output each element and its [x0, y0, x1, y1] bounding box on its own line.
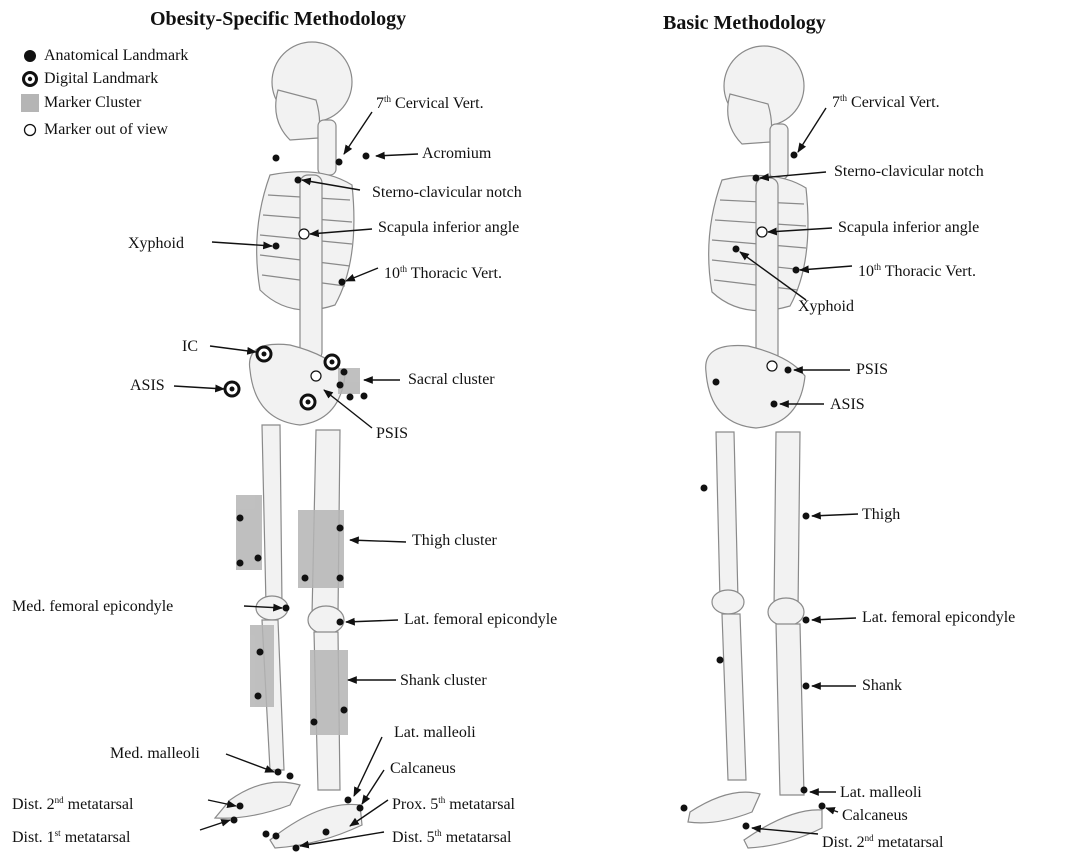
- left-label-psis: PSIS: [376, 425, 408, 443]
- right-label-shank: Shank: [862, 677, 902, 695]
- right-label-asis: ASIS: [830, 396, 865, 414]
- left-shank-cluster-back: [250, 625, 274, 707]
- left-label-xyphoid: Xyphoid: [128, 235, 184, 253]
- right-label-xyphoid: Xyphoid: [798, 298, 854, 316]
- right-knee-front: [768, 598, 804, 626]
- legend-out-of-view-label: Marker out of view: [44, 121, 168, 139]
- left-label-shank: Shank cluster: [400, 672, 487, 690]
- left-neck: [318, 120, 336, 175]
- right-foot-back: [688, 792, 760, 823]
- right-label-t10: 10th Thoracic Vert.: [858, 258, 976, 281]
- left-label-lat-mall: Lat. malleoli: [394, 724, 476, 742]
- left-label-sterno: Sterno-clavicular notch: [372, 184, 522, 202]
- left-label-scapula: Scapula inferior angle: [378, 219, 519, 237]
- right-femur-front: [774, 432, 800, 610]
- right-spine: [756, 178, 778, 363]
- right-label-dist2: Dist. 2nd metatarsal: [822, 829, 943, 852]
- left-foot-front: [270, 804, 362, 848]
- left-label-t10: 10th Thoracic Vert.: [384, 260, 502, 283]
- right-tibia-front: [776, 624, 804, 795]
- right-tibia-back: [722, 614, 746, 780]
- right-label-psis: PSIS: [856, 361, 888, 379]
- left-label-calcaneus: Calcaneus: [390, 760, 456, 778]
- right-label-sterno: Sterno-clavicular notch: [834, 163, 984, 181]
- legend-digital-label: Digital Landmark: [44, 70, 158, 88]
- right-label-scapula: Scapula inferior angle: [838, 219, 979, 237]
- left-label-lat-fem: Lat. femoral epicondyle: [404, 611, 557, 629]
- left-label-dist2: Dist. 2nd metatarsal: [12, 791, 133, 814]
- legend-anatomical-icon: [24, 50, 36, 62]
- legend-cluster-icon: [21, 94, 39, 112]
- left-label-dist1: Dist. 1st metatarsal: [12, 824, 130, 847]
- right-label-lat-fem: Lat. femoral epicondyle: [862, 609, 1015, 627]
- left-label-sacral: Sacral cluster: [408, 371, 495, 389]
- right-knee-back: [712, 590, 744, 614]
- legend-cluster-label: Marker Cluster: [44, 94, 141, 112]
- left-foot-back: [215, 782, 300, 818]
- left-label-prox5: Prox. 5th metatarsal: [392, 791, 515, 814]
- left-label-dist5: Dist. 5th metatarsal: [392, 824, 511, 847]
- right-label-calcaneus: Calcaneus: [842, 807, 908, 825]
- right-label-c7: 7th Cervical Vert.: [832, 89, 940, 112]
- left-label-acromium: Acromium: [422, 145, 491, 163]
- right-neck: [770, 124, 788, 179]
- right-label-lat-mall: Lat. malleoli: [840, 784, 922, 802]
- left-label-med-mall: Med. malleoli: [110, 745, 200, 763]
- left-spine: [300, 175, 322, 360]
- left-label-ic: IC: [182, 338, 198, 356]
- legend-symbols: [21, 50, 39, 136]
- right-femur-back: [716, 432, 738, 600]
- left-label-c7: 7th Cervical Vert.: [376, 90, 484, 113]
- left-label-asis: ASIS: [130, 377, 165, 395]
- legend-anatomical-label: Anatomical Landmark: [44, 47, 188, 65]
- left-label-thigh: Thigh cluster: [412, 532, 497, 550]
- right-pelvis: [706, 346, 805, 428]
- legend-out-of-view-icon: [25, 125, 36, 136]
- right-skeleton: [688, 46, 822, 848]
- left-label-med-fem: Med. femoral epicondyle: [12, 598, 173, 616]
- right-label-thigh: Thigh: [862, 506, 900, 524]
- left-femur-back: [262, 425, 282, 605]
